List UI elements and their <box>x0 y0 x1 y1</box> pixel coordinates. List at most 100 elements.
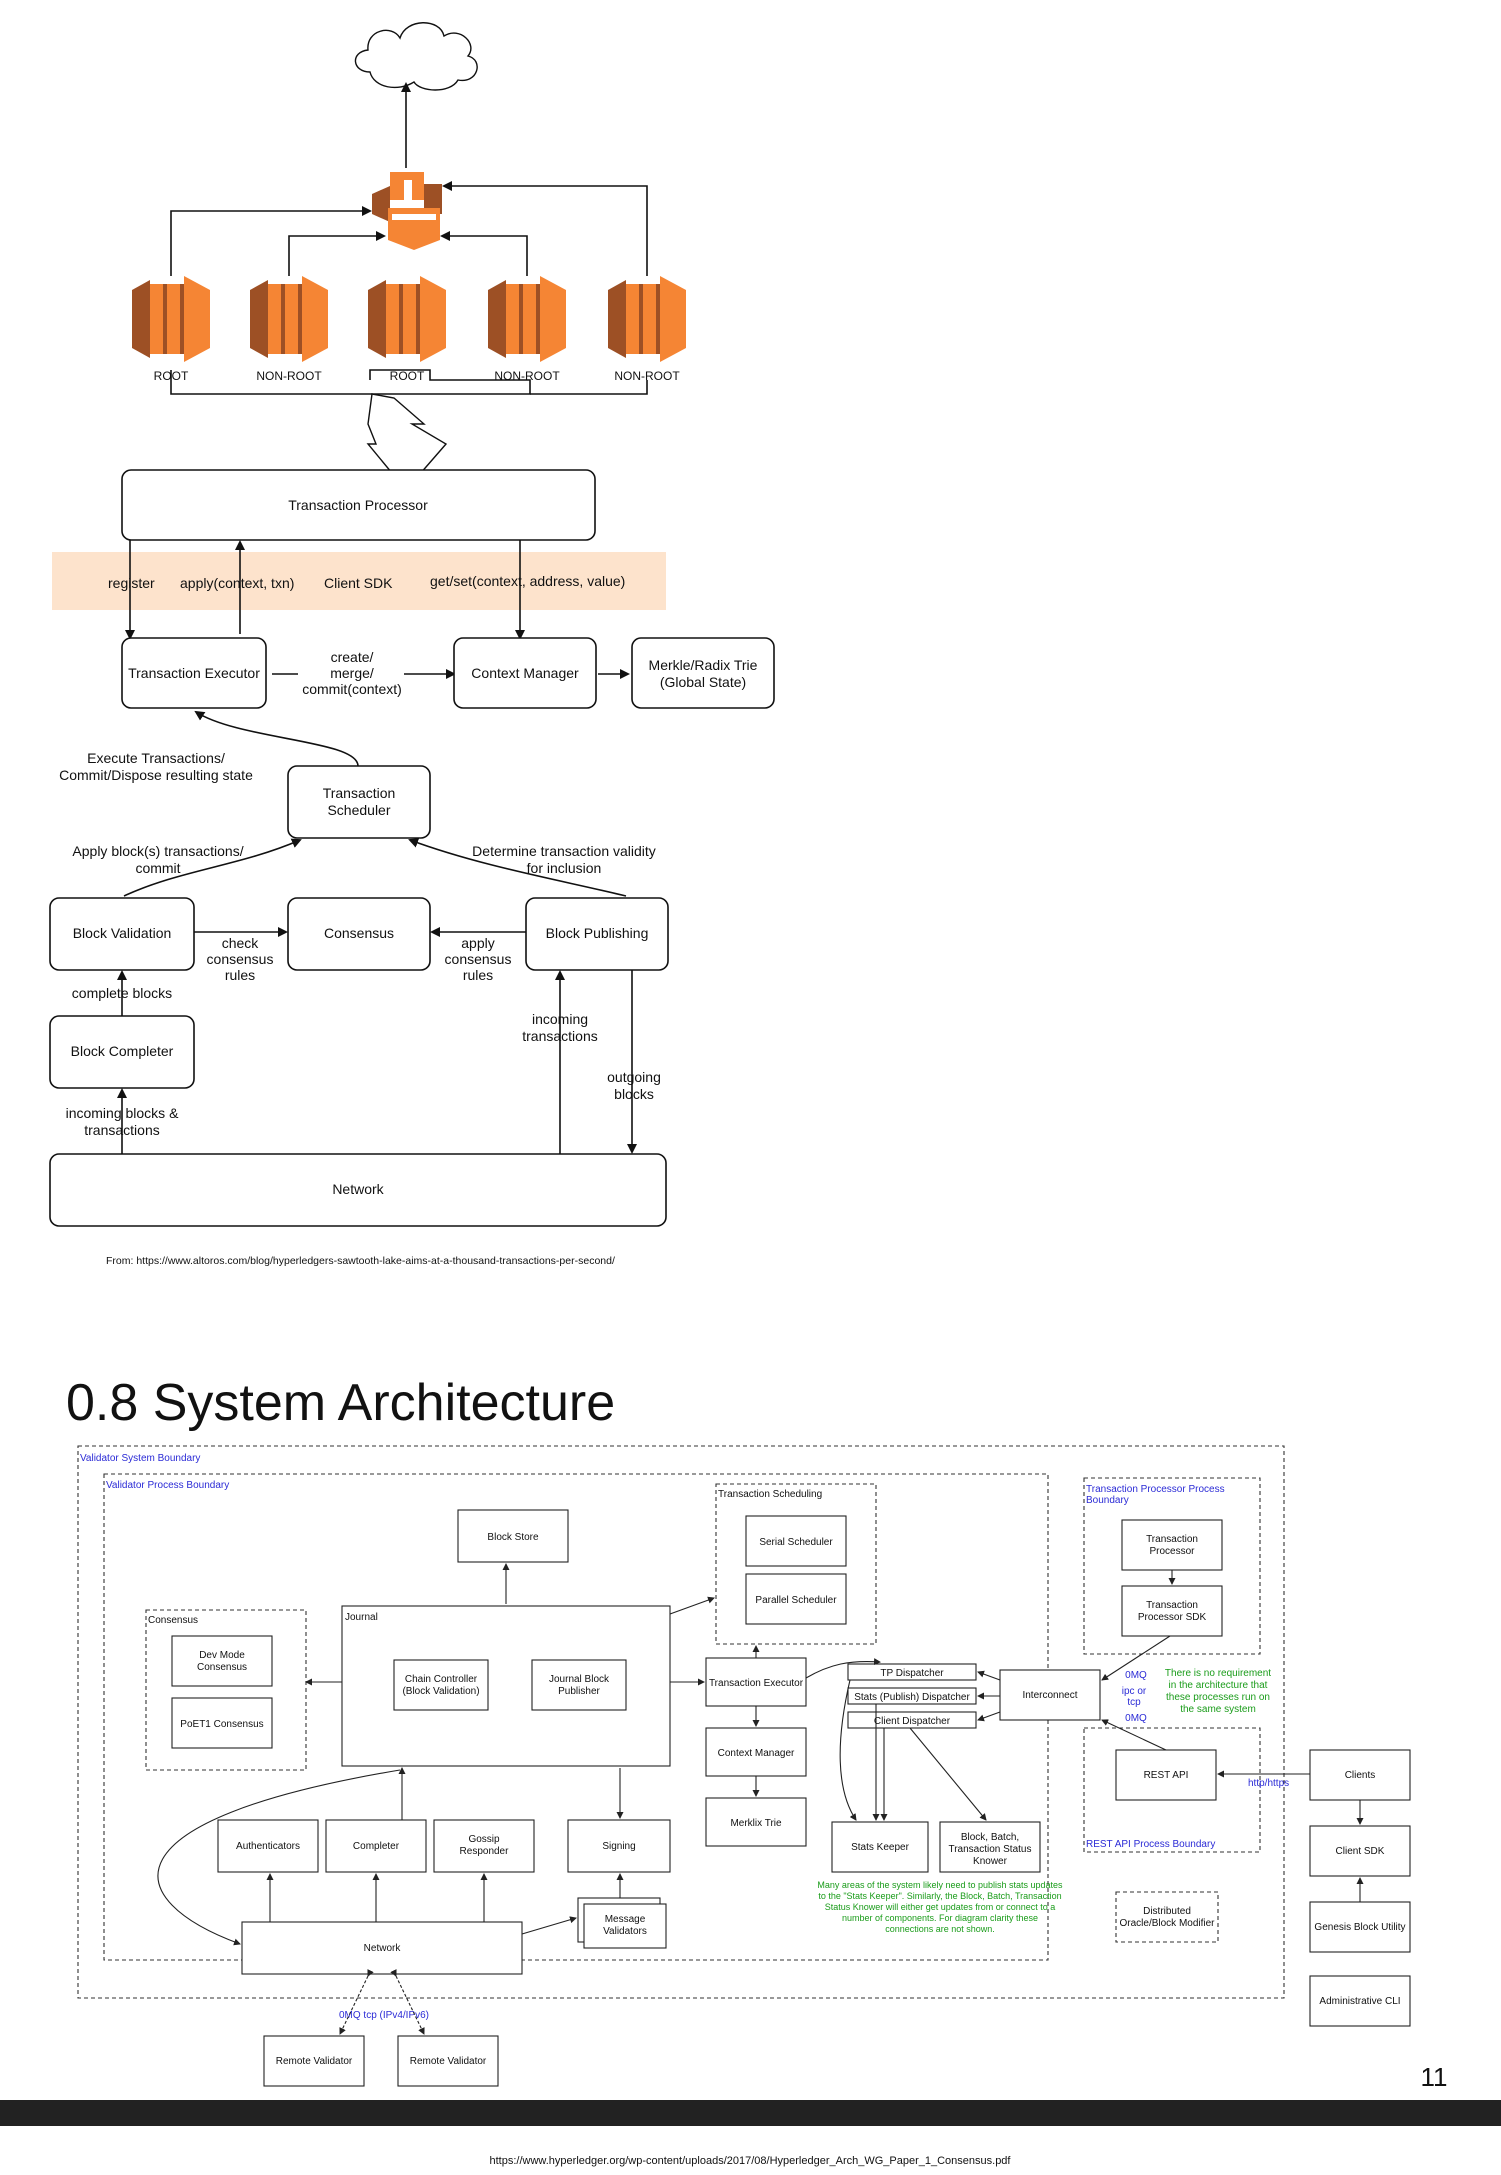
incoming-tx-label-2: transactions <box>522 1028 597 1044</box>
incoming-blocks-label-2: transactions <box>84 1122 159 1138</box>
tp-label-1: Transaction <box>1146 1534 1198 1545</box>
network-label: Network <box>332 1181 384 1197</box>
merklix-trie-label: Merklix Trie <box>730 1818 782 1829</box>
validator-system-boundary-label: Validator System Boundary <box>80 1453 200 1464</box>
stats-note-4: number of components. For diagram clarit… <box>842 1913 1038 1923</box>
zmq-label-3: tcp <box>1127 1697 1141 1708</box>
node-to-hub-arrows <box>170 181 648 395</box>
execute-label-2: Commit/Dispose resulting state <box>59 767 253 783</box>
block-publishing-box <box>525 897 669 971</box>
admin-cli-label: Administrative CLI <box>1319 1996 1400 2007</box>
dev-mode-label-2: Consensus <box>197 1662 247 1673</box>
journal-publisher-box <box>531 1659 627 1711</box>
page-number: 11 <box>1421 2062 1448 2092</box>
remote-validator-2-box <box>397 2035 499 2087</box>
context-manager-label: Context Manager <box>471 665 579 681</box>
source-link[interactable]: From: https://www.altoros.com/blog/hyper… <box>106 1255 615 1267</box>
distributed-oracle-box <box>1115 1891 1219 1943</box>
transaction-processor-box <box>121 469 596 541</box>
zmq-tcp-label: 0MQ tcp (IPv4/IPv6) <box>339 2010 429 2021</box>
complete-blocks-label: complete blocks <box>72 985 172 1001</box>
interconnect-box <box>999 1669 1101 1721</box>
scheduler-label-2: Scheduler <box>327 802 390 818</box>
transaction-executor-label: Transaction Executor <box>128 665 260 681</box>
node-icon-1 <box>132 276 210 362</box>
footer-bar <box>0 2100 1501 2126</box>
scheduler-label-1: Transaction <box>323 785 396 801</box>
client-sdk-box-arch <box>1309 1825 1411 1877</box>
node-icon-5 <box>608 276 686 362</box>
signing-label: Signing <box>602 1841 635 1852</box>
validator-process-boundary-label: Validator Process Boundary <box>106 1480 229 1491</box>
block-store-box <box>457 1509 569 1563</box>
gossip-box <box>433 1819 535 1873</box>
apply-label: apply(context, txn) <box>180 575 294 591</box>
getset-label: get/set(context, address, value) <box>430 573 625 589</box>
apply-blocks-label-1: Apply block(s) transactions/ <box>72 843 243 859</box>
message-validators-label-1: Message <box>605 1914 646 1925</box>
consensus-boundary <box>145 1609 307 1771</box>
journal-publisher-label-1: Journal Block <box>549 1674 610 1685</box>
knower-label-1: Block, Batch, <box>961 1832 1019 1843</box>
consensus-label: Consensus <box>324 925 394 941</box>
knower-box <box>939 1821 1041 1873</box>
chain-controller-label-2: (Block Validation) <box>402 1686 479 1697</box>
create-label: create/ <box>331 649 374 665</box>
context-manager-label-arch: Context Manager <box>718 1748 795 1759</box>
rest-boundary-label: REST API Process Boundary <box>1086 1839 1215 1850</box>
block-publishing-label: Block Publishing <box>546 925 649 941</box>
stats-note-1: Many areas of the system likely need to … <box>817 1880 1063 1890</box>
clients-box <box>1309 1749 1411 1801</box>
footer-url[interactable]: https://www.hyperledger.org/wp-content/u… <box>490 2155 1012 2167</box>
network-label-arch: Network <box>364 1943 402 1954</box>
block-store-label: Block Store <box>487 1532 539 1543</box>
parallel-scheduler-box <box>745 1573 847 1625</box>
transaction-executor-box <box>121 637 267 709</box>
no-requirement-2: in the architecture that <box>1169 1680 1268 1691</box>
apply-consensus-label-2: consensus <box>445 951 512 967</box>
context-manager-box-arch <box>705 1727 807 1777</box>
check-label-1: check <box>222 935 260 951</box>
network-box-arch <box>241 1921 523 1975</box>
node-label-4: NON-ROOT <box>494 369 560 383</box>
outgoing-label-1: outgoing <box>607 1069 661 1085</box>
serial-scheduler-box <box>745 1515 847 1567</box>
incoming-blocks-label-1: incoming blocks & <box>66 1105 179 1121</box>
distributed-oracle-label-1: Distributed <box>1143 1906 1191 1917</box>
zmq-label-4: 0MQ <box>1125 1713 1147 1724</box>
stats-dispatcher-box <box>847 1687 977 1705</box>
genesis-label: Genesis Block Utility <box>1314 1922 1405 1933</box>
knower-label-3: Knower <box>973 1856 1008 1867</box>
knower-label-2: Transaction Status <box>948 1844 1031 1855</box>
tp-boundary-label-1: Transaction Processor Process <box>1086 1484 1225 1495</box>
node-icon-2 <box>250 276 328 362</box>
no-requirement-3: these processes run on <box>1166 1692 1270 1703</box>
message-validators-box <box>583 1903 667 1949</box>
transaction-processor-box-arch <box>1121 1519 1223 1571</box>
stats-note-3: Status Knower will either get updates fr… <box>825 1902 1056 1912</box>
validator-system-boundary <box>77 1445 1285 1999</box>
dev-mode-label-1: Dev Mode <box>199 1650 245 1661</box>
client-sdk-label: Client SDK <box>324 575 393 591</box>
apply-consensus-label-3: rules <box>463 967 493 983</box>
aws-hub-icon <box>372 172 442 250</box>
genesis-box <box>1309 1901 1411 1953</box>
tp-sdk-box <box>1121 1585 1223 1637</box>
completer-label: Completer <box>353 1841 400 1852</box>
stats-keeper-label: Stats Keeper <box>851 1842 909 1853</box>
stats-keeper-box <box>831 1821 929 1873</box>
apply-consensus-label-1: apply <box>461 935 494 951</box>
remote-validator-1-label: Remote Validator <box>276 2056 353 2067</box>
zmq-label-2: ipc or <box>1122 1686 1147 1697</box>
merkle-trie-label-2: (Global State) <box>660 674 746 690</box>
stats-note-5: connections are not shown. <box>885 1924 995 1934</box>
tp-process-boundary <box>1083 1477 1261 1655</box>
section-title: 0.8 System Architecture <box>66 1374 615 1432</box>
cloud-icon <box>354 22 478 91</box>
no-requirement-4: the same system <box>1180 1704 1256 1715</box>
determine-label-2: for inclusion <box>527 860 602 876</box>
big-down-arrow <box>366 393 448 492</box>
journal-publisher-label-2: Publisher <box>558 1686 600 1697</box>
client-sdk-label-arch: Client SDK <box>1336 1846 1385 1857</box>
apply-blocks-label-2: commit <box>135 860 180 876</box>
